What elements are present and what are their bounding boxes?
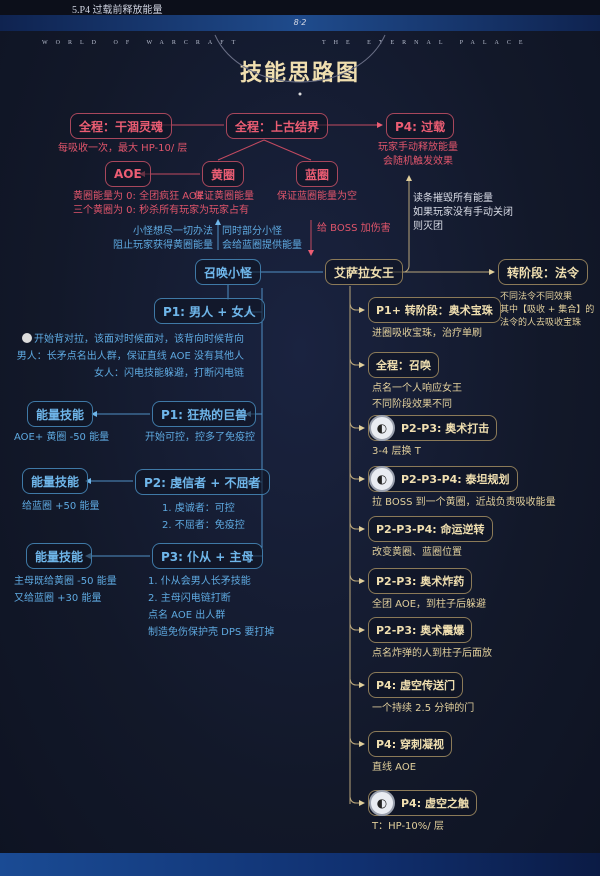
adds-note-left: 小怪想尽一切办法阻止玩家获得黄圈能量 [113, 226, 213, 251]
decree-desc: 不同法令不同效果其中【吸收 + 集合】的法令的人去吸收宝珠 [500, 292, 595, 328]
queen-skill-desc: 直线 AOE [372, 762, 417, 773]
tank-icon [22, 333, 32, 343]
queen-skill-node[interactable]: P1+ 转阶段：奥术宝珠 [368, 297, 501, 323]
node-ancient-ward[interactable]: 全程：上古结界 [226, 113, 329, 139]
dry-soul-desc: 每吸收一次，最大 HP-10/ 层 [58, 143, 188, 154]
overload-note: 读条摧毁所有能量如果玩家没有手动关闭则灭团 [413, 193, 513, 232]
queen-skill-label: P2-P3: 奥术震爆 [376, 624, 465, 637]
tank-shield-icon: ◐ [369, 466, 395, 492]
queen-skill-node[interactable]: P2-P3: 奥术震爆 [368, 617, 473, 643]
queen-skill-connector [349, 472, 365, 482]
queen-skill-node[interactable]: P4: 虚空传送门 [368, 672, 463, 698]
queen-skill-label: P1+ 转阶段：奥术宝珠 [376, 304, 493, 317]
top-strip: 5.P4 过载前释放能量 [0, 0, 600, 16]
queen-skill-desc: 进圈吸收宝珠，治疗单刷 [372, 328, 482, 339]
queen-skill-connector [349, 737, 365, 747]
queen-skill-desc: 改变黄圈、蓝圈位置 [372, 547, 462, 558]
energy-skill-2-desc: 给蓝圈 +50 能量 [22, 501, 100, 512]
queen-skill-desc: 点名炸弹的人到柱子后面放 [372, 648, 492, 659]
tank-shield-icon: ◐ [369, 415, 395, 441]
queen-skill-node[interactable]: P4: 穿刺凝视 [368, 731, 452, 757]
queen-skill-node[interactable]: P2-P3-P4: 命运逆转 [368, 516, 493, 542]
queen-skill-label: P2-P3: 奥术炸药 [376, 575, 465, 588]
node-summon-adds[interactable]: 召唤小怪 [195, 259, 262, 285]
queen-skill-desc: 一个持续 2.5 分钟的门 [372, 703, 475, 714]
node-p3-servant-matron[interactable]: P3: 仆从 + 主母 [152, 543, 263, 569]
header-right-text: THE ETERNAL PALACE [322, 40, 531, 46]
queen-skill-connector [349, 574, 365, 584]
header-left-text: WORLD OF WARCRAFT [42, 40, 244, 46]
queen-skill-desc: 拉 BOSS 到一个黄圈，近战负责吸收能量 [372, 497, 556, 508]
energy-skill-1-desc: AOE+ 黄圈 -50 能量 [14, 432, 110, 443]
footer-band [0, 853, 600, 876]
queen-skill-connector [349, 623, 365, 633]
logo-version: 8·2 [293, 18, 307, 27]
adds-note-right: 同时部分小怪会给蓝圈提供能量 [222, 226, 302, 251]
queen-skill-connector [349, 303, 365, 313]
node-decree[interactable]: 转阶段：法令 [498, 259, 589, 285]
queen-skill-connector [349, 522, 365, 532]
blue-desc: 保证蓝圈能量为空 [277, 191, 357, 202]
overload-desc: 玩家手动释放能量会随机触发效果 [378, 142, 458, 167]
queen-skill-label: P2-P3-P4: 泰坦规划 [401, 473, 510, 486]
p1-beast-desc: 开始可控，控多了免疫控 [145, 432, 255, 443]
node-blue-circle[interactable]: 蓝圈 [296, 161, 339, 187]
queen-skill-connector [349, 358, 365, 368]
queen-skill-label: P4: 穿刺凝视 [376, 738, 444, 751]
queen-skill-node[interactable]: ◐ P2-P3: 奥术打击 [368, 415, 498, 441]
node-p1-zealous-beast[interactable]: P1: 狂热的巨兽 [152, 401, 257, 427]
node-overload[interactable]: P4: 过载 [386, 113, 455, 139]
queen-skill-desc: T：HP-10%/ 层 [372, 821, 444, 832]
queen-skill-connector [349, 678, 365, 688]
node-energy-skill-3[interactable]: 能量技能 [26, 543, 93, 569]
node-p2-devotee[interactable]: P2: 虔信者 + 不屈者 [135, 469, 270, 495]
energy-skill-3-desc: 主母既给黄圈 -50 能量又给蓝圈 +30 能量 [14, 576, 117, 604]
boss-damage-note: 给 BOSS 加伤害 [317, 223, 391, 234]
header-band [0, 15, 600, 31]
queen-skill-connector [349, 796, 365, 806]
queen-skill-desc: 3-4 层换 T [372, 446, 421, 457]
node-aoe[interactable]: AOE [105, 161, 151, 187]
queen-skill-desc: 全团 AOE，到柱子后躲避 [372, 599, 487, 610]
top-note: 5.P4 过载前释放能量 [72, 5, 163, 16]
queen-skill-label: P4: 虚空之触 [401, 797, 469, 810]
node-energy-skill-1[interactable]: 能量技能 [27, 401, 94, 427]
node-yellow-circle[interactable]: 黄圈 [202, 161, 245, 187]
tank-shield-icon: ◐ [369, 790, 395, 816]
queen-skill-node[interactable]: ◐ P2-P3-P4: 泰坦规划 [368, 466, 518, 492]
queen-skill-label: P4: 虚空传送门 [376, 679, 455, 692]
queen-skill-node[interactable]: ◐ P4: 虚空之触 [368, 790, 477, 816]
queen-skill-label: P2-P3: 奥术打击 [401, 422, 490, 435]
queen-skill-desc: 点名一个人响应女王不同阶段效果不同 [372, 383, 462, 410]
queen-skill-label: P2-P3-P4: 命运逆转 [376, 523, 485, 536]
yellow-desc: 保证黄圈能量为玩家占有 [194, 191, 254, 216]
node-dry-soul[interactable]: 全程：干涸灵魂 [70, 113, 173, 139]
queen-skill-node[interactable]: 全程：召唤 [368, 352, 439, 378]
queen-skill-label: 全程：召唤 [376, 359, 431, 372]
queen-skill-node[interactable]: P2-P3: 奥术炸药 [368, 568, 473, 594]
node-queen-azshara[interactable]: 艾萨拉女王 [325, 259, 404, 285]
queen-skill-connector [349, 421, 365, 431]
node-energy-skill-2[interactable]: 能量技能 [22, 468, 89, 494]
node-p1-men-women[interactable]: P1: 男人 + 女人 [154, 298, 265, 324]
p1-men-women-desc: 开始背对拉，该面对时候面对，该背向时候背向 男人：长矛点名出人群，保证直线 AO… [16, 333, 244, 379]
